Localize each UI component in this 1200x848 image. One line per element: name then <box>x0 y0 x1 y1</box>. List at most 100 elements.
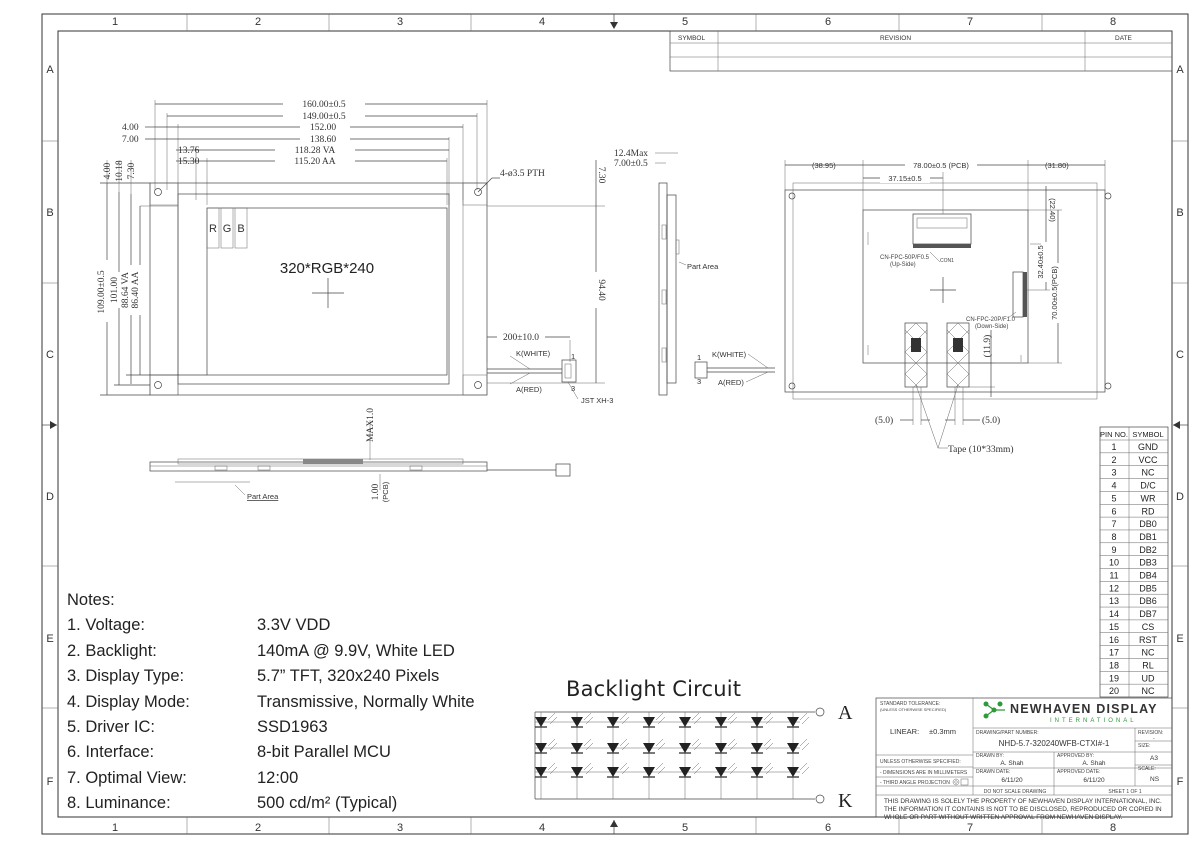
note-label: 5. Driver IC: <box>67 717 156 736</box>
note-item: 5. Driver IC:SSD1963 <box>67 715 537 740</box>
led-diode-icon <box>787 717 799 727</box>
zone-col-label: 7 <box>967 822 973 834</box>
scale-value: NS <box>1150 776 1160 783</box>
zone-col-label: 2 <box>255 822 261 834</box>
zone-col-label: 4 <box>539 16 545 28</box>
cable-length: 200±10.0 <box>503 333 539 343</box>
rear-view: CON1 CN-FPC-50P/F0.5 (Up-Side) CN-FPC-20… <box>784 159 1112 455</box>
note-label: 3. Display Type: <box>67 667 185 686</box>
side-view: 12.4Max 7.00±0.5 Part Area 1 3 K(WHITE) … <box>614 149 775 396</box>
led-diode-icon <box>751 743 763 753</box>
rear-dim-5-left: (5.0) <box>875 415 893 426</box>
zone-row-label: C <box>46 349 54 361</box>
rear-tape-label: Tape (10*33mm) <box>948 444 1014 455</box>
front-pin-1: 1 <box>571 352 575 361</box>
notes-title: Notes: <box>67 591 115 609</box>
bottom-view: MAX1.0 Part Area 1.00 (PCB) <box>149 408 571 502</box>
newhaven-logo <box>983 701 1005 719</box>
backlight-circuit: A K <box>534 702 853 812</box>
led-emission-arrow-icon <box>763 762 774 775</box>
pin-symbol: DB1 <box>1139 532 1157 542</box>
size-value: A3 <box>1150 755 1158 762</box>
pin-number: 3 <box>1111 468 1116 478</box>
led-emission-arrow-icon <box>691 712 702 725</box>
pin-number: 12 <box>1109 583 1119 593</box>
led-diode-icon <box>571 717 583 727</box>
tolerance-sub: (UNLESS OTHERWISE SPECIFIED) <box>880 707 947 712</box>
rear-dim-22-40: (22.40) <box>1048 198 1057 222</box>
zone-col-label: 3 <box>397 822 403 834</box>
zone-row-label: E <box>1176 633 1183 645</box>
led-diode-icon <box>751 717 763 727</box>
unless-specified: UNLESS OTHERWISE SPECIFIED: <box>880 759 961 765</box>
led-diode-icon <box>571 767 583 777</box>
zone-col-label: 6 <box>825 822 831 834</box>
dim-4-top: 4.00 <box>122 123 139 133</box>
zone-col-label: 7 <box>967 16 973 28</box>
dim-86-aa: 86.40 AA <box>131 271 141 308</box>
pin-symbol: RL <box>1142 660 1154 670</box>
side-dim-12-4: 12.4Max <box>614 149 648 159</box>
zone-row-label: D <box>46 491 54 503</box>
linear-label: LINEAR: <box>890 727 919 736</box>
rear-dim-11-9: (11.9) <box>982 335 993 358</box>
pin-number: 5 <box>1111 493 1116 503</box>
led-diode-icon <box>679 743 691 753</box>
dim-101: 101.00 <box>110 277 120 303</box>
dim-115-aa: 115.20 AA <box>294 157 335 167</box>
pin-symbol: NC <box>1142 648 1155 658</box>
rear-fpc-right-side: (Down-Side) <box>975 324 1008 330</box>
side-cable-a: A(RED) <box>718 378 744 387</box>
connector-label: JST XH-3 <box>581 396 613 405</box>
projection-note: - THIRD ANGLE PROJECTION <box>880 780 950 786</box>
resolution-label: 320*RGB*240 <box>280 260 374 277</box>
rear-dim-78: 78.00±0.5 (PCB) <box>913 161 969 170</box>
rear-dim-5-right: (5.0) <box>982 415 1000 426</box>
note-label: 1. Voltage: <box>67 616 145 635</box>
dim-138: 138.60 <box>310 135 336 145</box>
dimensions-note: - DIMENSIONS ARE IN MILLIMETERS <box>880 770 968 776</box>
led-emission-arrow-icon <box>727 738 738 751</box>
note-label: 4. Display Mode: <box>67 692 190 711</box>
dim-4-vertical: 4.00 <box>103 162 113 179</box>
rgb-r: R <box>209 223 217 235</box>
led-diode-icon <box>643 717 655 727</box>
front-cable-a: A(RED) <box>516 385 542 394</box>
led-emission-arrow-icon <box>727 712 738 725</box>
led-diode-icon <box>535 717 547 727</box>
note-item: 2. Backlight:140mA @ 9.9V, White LED <box>67 639 537 664</box>
zone-row-label: B <box>1176 207 1183 219</box>
pin-number: 2 <box>1111 455 1116 465</box>
bottom-part-area: Part Area <box>247 492 279 501</box>
rear-fpc-top-side: (Up-Side) <box>890 262 916 268</box>
pin-number: 6 <box>1111 506 1116 516</box>
sheet-count: SHEET 1 OF 1 <box>1108 789 1141 795</box>
linear-value: ±0.3mm <box>929 727 956 736</box>
backlight-circuit-title: Backlight Circuit <box>566 677 742 701</box>
cathode-terminal <box>815 794 825 804</box>
pcb-label: (PCB) <box>381 481 390 502</box>
led-diode-icon <box>715 717 727 727</box>
pin-symbol: NC <box>1142 468 1155 478</box>
led-emission-arrow-icon <box>583 762 594 775</box>
led-diode-icon <box>607 767 619 777</box>
led-diode-icon <box>607 717 619 727</box>
zone-ticks <box>42 14 1188 834</box>
title-block: STANDARD TOLERANCE: (UNLESS OTHERWISE SP… <box>875 697 1173 821</box>
pin-symbol: DB5 <box>1139 583 1157 593</box>
led-emission-arrow-icon <box>547 712 558 725</box>
pin-symbol: D/C <box>1140 481 1156 491</box>
pin-symbol: DB3 <box>1139 558 1157 568</box>
drawn-by-label: DRAWN BY: <box>976 753 1004 759</box>
dim-152: 152.00 <box>310 123 336 133</box>
led-emission-arrow-icon <box>583 712 594 725</box>
led-diode-icon <box>715 767 727 777</box>
pin-number: 11 <box>1109 571 1118 581</box>
dim-160: 160.00±0.5 <box>302 100 345 110</box>
zone-col-label: 5 <box>682 16 688 28</box>
note-value: 12:00 <box>257 768 299 787</box>
led-diode-icon <box>787 743 799 753</box>
